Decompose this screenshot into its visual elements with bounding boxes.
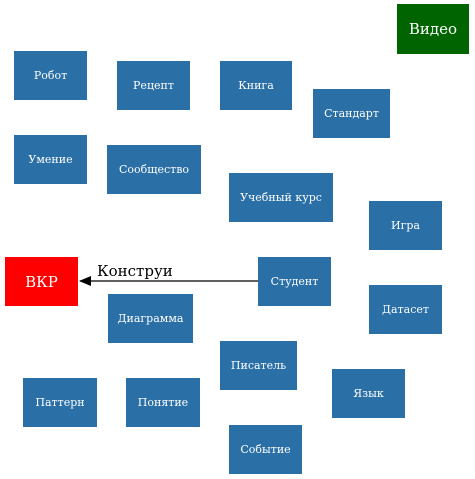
edge-label-construct: Конструи [97,262,173,280]
node-video[interactable]: Видео [397,4,469,54]
node-vkr[interactable]: ВКР [5,257,78,306]
node-game[interactable]: Игра [369,201,442,250]
node-diagram[interactable]: Диаграмма [108,294,193,343]
node-community[interactable]: Сообщество [107,145,201,194]
node-language[interactable]: Язык [332,369,405,418]
node-robot[interactable]: Робот [14,51,87,100]
node-skill[interactable]: Умение [14,135,87,184]
node-event[interactable]: Событие [229,425,302,474]
node-book[interactable]: Книга [220,61,292,110]
node-student[interactable]: Студент [258,257,331,306]
node-concept[interactable]: Понятие [126,378,200,427]
node-dataset[interactable]: Датасет [369,285,442,334]
node-writer[interactable]: Писатель [220,341,297,390]
node-standard[interactable]: Стандарт [313,89,390,138]
node-pattern[interactable]: Паттерн [23,378,97,427]
node-course[interactable]: Учебный курс [229,173,333,222]
node-recipe[interactable]: Рецепт [117,61,190,110]
